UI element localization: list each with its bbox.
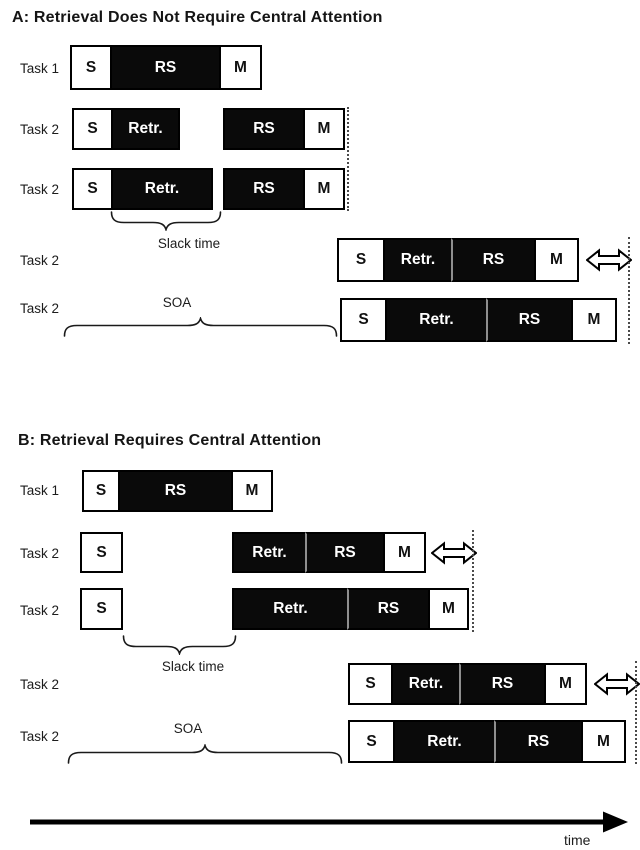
stage-box-s: S <box>348 663 393 705</box>
task-row-label: Task 2 <box>20 301 60 316</box>
task-row-label: Task 2 <box>20 182 60 197</box>
soa-label: SOA <box>173 721 203 736</box>
stage-box-m: M <box>571 298 617 342</box>
stage-box-rs: RS <box>459 663 546 705</box>
stage-box-rs: RS <box>494 720 583 763</box>
stage-box-rs: RS <box>223 108 305 150</box>
stage-box-s: S <box>340 298 387 342</box>
stage-box-s: S <box>348 720 395 763</box>
stage-box-rs: RS <box>347 588 430 630</box>
slack-time-label: Slack time <box>161 659 225 674</box>
stage-box-retr: Retr. <box>232 532 307 573</box>
soa-brace <box>63 315 338 337</box>
panel-a-title: A: Retrieval Does Not Require Central At… <box>12 9 383 26</box>
time-axis-label: time <box>564 832 591 848</box>
stage-box-s: S <box>337 238 385 282</box>
task-row-label: Task 2 <box>20 603 60 618</box>
stage-box-s: S <box>72 168 113 210</box>
stage-box-retr: Retr. <box>385 298 488 342</box>
task-row-label: Task 2 <box>20 546 60 561</box>
slack-brace <box>110 211 222 233</box>
soa-brace <box>67 742 343 764</box>
task-row-label: Task 2 <box>20 122 60 137</box>
task-row-label: Task 2 <box>20 729 60 744</box>
stage-box-rs: RS <box>305 532 385 573</box>
stage-box-retr: Retr. <box>391 663 461 705</box>
stage-box-s: S <box>72 108 113 150</box>
stage-box-group: S <box>80 588 123 630</box>
stage-box-s: S <box>82 470 120 512</box>
stage-box-retr: Retr. <box>393 720 496 763</box>
stage-box-m: M <box>231 470 273 512</box>
stage-box-m: M <box>428 588 469 630</box>
stage-box-m: M <box>383 532 426 573</box>
stage-box-retr: Retr. <box>111 168 213 210</box>
stage-box-rs: RS <box>223 168 305 210</box>
stage-box-m: M <box>303 108 345 150</box>
stage-box-retr: Retr. <box>111 108 180 150</box>
double-arrow-icon <box>593 672 640 696</box>
stage-box-m: M <box>581 720 626 763</box>
stage-box-m: M <box>544 663 587 705</box>
stage-box-s: S <box>80 588 123 630</box>
stage-box-rs: RS <box>118 470 233 512</box>
task-row-label: Task 1 <box>20 61 60 76</box>
stage-box-retr: Retr. <box>232 588 349 630</box>
task-row-label: Task 2 <box>20 677 60 692</box>
stage-box-rs: RS <box>451 238 536 282</box>
task-row-label: Task 2 <box>20 253 60 268</box>
dotted-alignment-line <box>628 237 630 344</box>
stage-box-rs: RS <box>486 298 573 342</box>
stage-box-m: M <box>219 45 262 90</box>
stage-box-m: M <box>534 238 579 282</box>
dotted-alignment-line <box>472 530 474 632</box>
slack-brace <box>122 635 237 657</box>
stage-box-s: S <box>70 45 112 90</box>
double-arrow-icon <box>430 541 478 565</box>
stage-box-rs: RS <box>110 45 221 90</box>
stage-box-m: M <box>303 168 345 210</box>
panel-b-title: B: Retrieval Requires Central Attention <box>18 432 322 449</box>
task-row-label: Task 1 <box>20 483 60 498</box>
dotted-alignment-line <box>635 661 637 764</box>
soa-label: SOA <box>162 295 192 310</box>
slack-time-label: Slack time <box>157 236 221 251</box>
dotted-alignment-line <box>347 107 349 211</box>
time-axis-arrow <box>0 800 640 844</box>
stage-box-group: S <box>80 532 123 573</box>
double-arrow-icon <box>585 248 633 272</box>
stage-box-s: S <box>80 532 123 573</box>
stage-box-retr: Retr. <box>383 238 453 282</box>
